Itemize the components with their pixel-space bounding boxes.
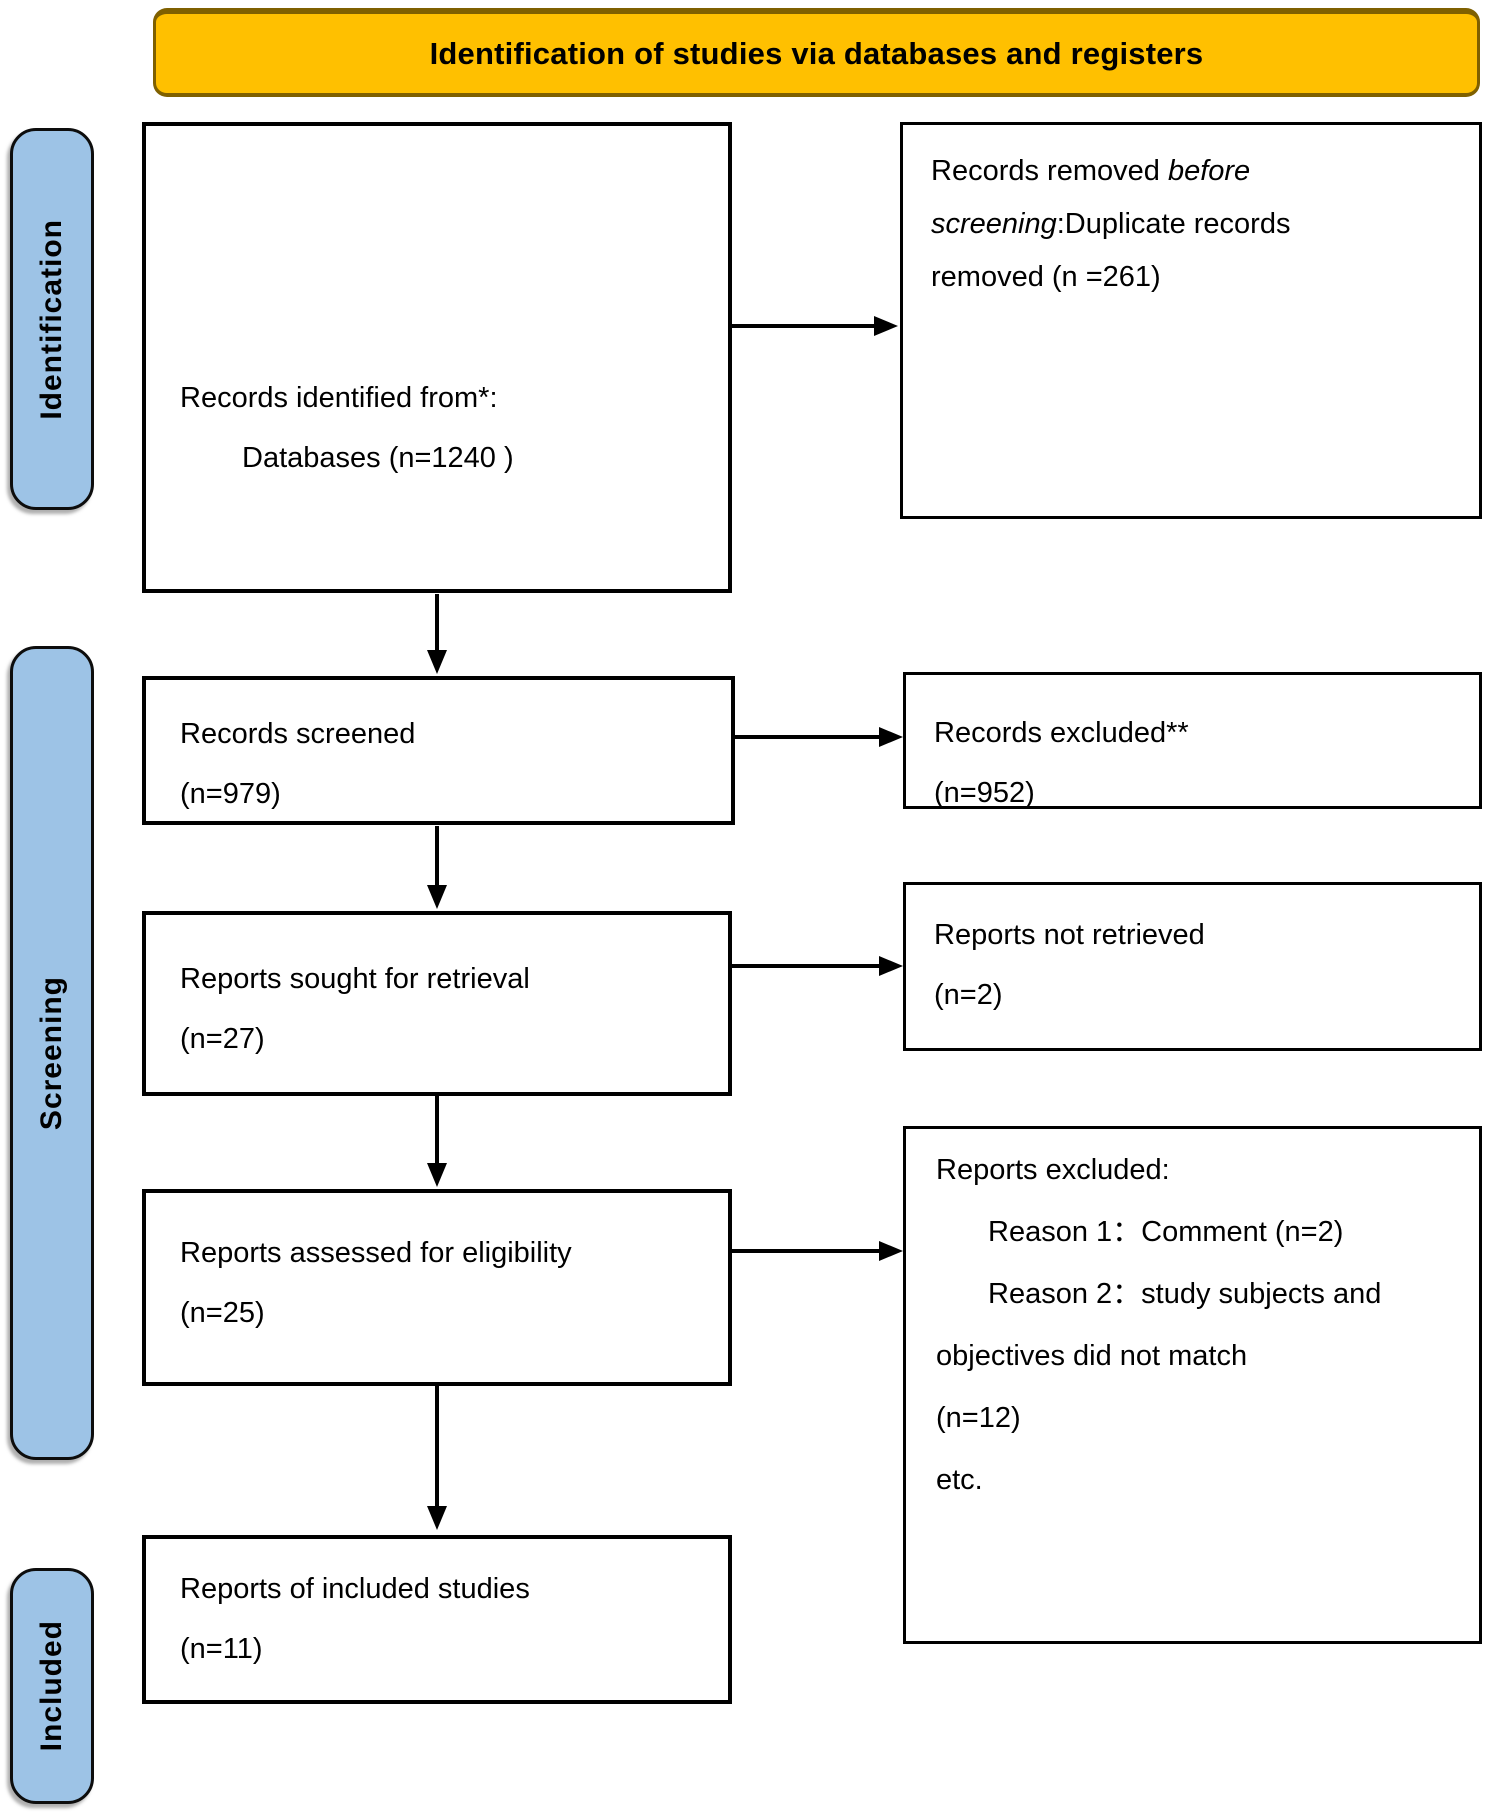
arrow-identified-to-screened [427, 594, 447, 674]
box-reports-not-retrieved: Reports not retrieved (n=2) [903, 882, 1482, 1051]
records-identified-line2: Databases (n=1240 ) [242, 442, 514, 474]
reports-assessed-line1: Reports assessed for eligibility [180, 1237, 572, 1269]
box-records-identified: Records identified from*: Databases (n=1… [142, 122, 732, 593]
arrow-sought-to-assessed [427, 1096, 447, 1187]
box-reports-included: Reports of included studies (n=11) [142, 1535, 732, 1704]
arrow-assessed-to-excluded [732, 1241, 903, 1261]
records-removed-line2-italic: screening [931, 208, 1057, 240]
records-removed-line1: Records removed before [931, 155, 1251, 187]
box-records-removed-before-screening: Records removed before screening:Duplica… [900, 122, 1482, 519]
records-excluded-line2: (n=952) [934, 777, 1035, 809]
records-removed-line3: removed (n =261) [931, 261, 1161, 293]
arrow-screened-to-excluded [735, 727, 903, 747]
reports-included-line1: Reports of included studies [180, 1573, 530, 1605]
arrow-assessed-to-included [427, 1386, 447, 1530]
stage-label-included: Included [10, 1568, 94, 1804]
arrow-sought-to-not-retrieved [732, 956, 903, 976]
reports-sought-line1: Reports sought for retrieval [180, 963, 530, 995]
records-removed-line2: screening:Duplicate records [931, 208, 1291, 240]
arrow-identified-to-removed [732, 316, 898, 336]
reports-excluded-line2: Reason 1：Comment (n=2) [988, 1216, 1344, 1248]
reports-not-retrieved-line1: Reports not retrieved [934, 919, 1205, 951]
reports-assessed-line2: (n=25) [180, 1297, 265, 1329]
records-identified-line1: Records identified from*: [180, 382, 498, 414]
box-reports-sought: Reports sought for retrieval (n=27) [142, 911, 732, 1096]
box-reports-assessed: Reports assessed for eligibility (n=25) [142, 1189, 732, 1386]
records-screened-line2: (n=979) [180, 778, 281, 810]
reports-excluded-line1: Reports excluded: [936, 1154, 1170, 1186]
reports-excluded-line4: objectives did not match [936, 1340, 1248, 1372]
arrow-screened-to-sought [427, 826, 447, 909]
title-banner: Identification of studies via databases … [153, 8, 1480, 97]
box-records-excluded: Records excluded** (n=952) [903, 672, 1482, 809]
reports-not-retrieved-line2: (n=2) [934, 979, 1003, 1011]
reports-excluded-line6: etc. [936, 1464, 983, 1496]
records-excluded-line1: Records excluded** [934, 717, 1189, 749]
stage-included-text: Included [35, 1620, 68, 1752]
records-screened-line1: Records screened [180, 718, 416, 750]
stage-label-identification: Identification [10, 128, 94, 510]
reports-excluded-line5: (n=12) [936, 1402, 1021, 1434]
stage-identification-text: Identification [35, 218, 68, 420]
title-text: Identification of studies via databases … [429, 35, 1204, 71]
box-records-screened: Records screened (n=979) [142, 676, 735, 825]
reports-excluded-line3: Reason 2：study subjects and [988, 1278, 1382, 1310]
stage-screening-text: Screening [35, 975, 68, 1131]
stage-label-screening: Screening [10, 646, 94, 1460]
reports-sought-line2: (n=27) [180, 1023, 265, 1055]
box-reports-excluded-reasons: Reports excluded: Reason 1：Comment (n=2)… [903, 1126, 1482, 1644]
reports-included-line2: (n=11) [180, 1633, 263, 1665]
records-removed-line1-italic: before [1167, 155, 1251, 187]
